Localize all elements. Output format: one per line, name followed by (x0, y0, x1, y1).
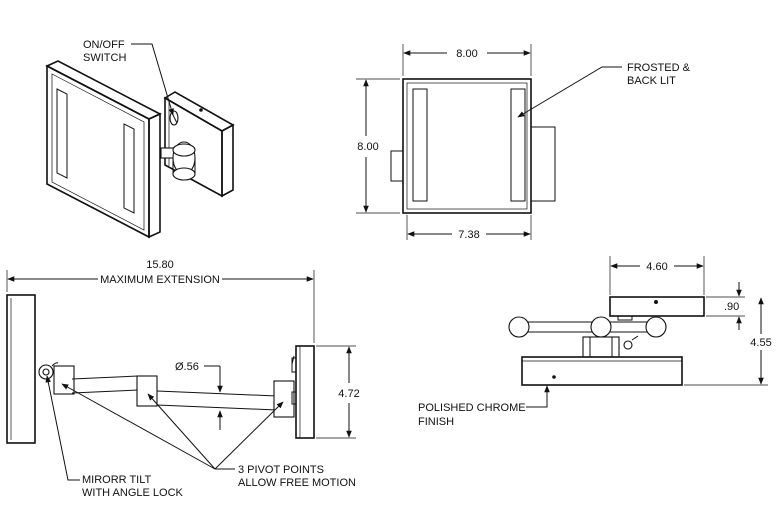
pivot-points-callout: 3 PIVOT POINTS ALLOW FREE MOTION (61, 383, 356, 489)
polished-chrome-label-line2: FINISH (418, 416, 454, 428)
total-depth-dimension: 4.55 (684, 297, 772, 386)
max-extension-label: MAXIMUM EXTENSION (100, 274, 220, 286)
frosted-back-lit-callout: FROSTED & BACK LIT (517, 62, 691, 118)
max-extension-value: 15.80 (146, 259, 174, 271)
mirror-tilt-label: MIRORR TILT (82, 474, 152, 486)
total-depth-value: 4.55 (750, 337, 771, 349)
base-thickness-value: .90 (724, 301, 739, 313)
mirror-tilt-label-line2: WITH ANGLE LOCK (82, 487, 184, 499)
on-off-switch-label: ON/OFF (83, 39, 125, 51)
on-off-switch-callout: ON/OFF SWITCH (83, 39, 174, 116)
base-thickness-dimension: .90 (706, 282, 745, 330)
front-width-dimension: 8.00 (402, 44, 532, 76)
front-width-value: 8.00 (456, 48, 477, 60)
side-height-dimension: 4.72 (316, 345, 360, 439)
mirror-tilt-callout: MIRORR TILT WITH ANGLE LOCK (45, 375, 184, 499)
pivot-points-label-line2: ALLOW FREE MOTION (238, 477, 356, 489)
pivot-points-label: 3 PIVOT POINTS (238, 464, 324, 476)
front-height-dimension: 8.00 (356, 78, 400, 214)
side-view-extended (6, 294, 315, 444)
front-view (390, 78, 556, 214)
polished-chrome-callout: POLISHED CHROME FINISH (418, 385, 550, 428)
arm-diameter-value: Ø.56 (175, 361, 199, 373)
front-height-value: 8.00 (357, 141, 378, 153)
top-view (508, 296, 705, 386)
arm-diameter-dimension: Ø.56 (175, 361, 223, 430)
front-bottom-width-value: 7.38 (458, 229, 479, 241)
on-off-switch-label-line2: SWITCH (83, 52, 126, 64)
front-bottom-width-dimension: 7.38 (406, 215, 532, 241)
frosted-back-lit-label-line2: BACK LIT (627, 75, 676, 87)
side-height-value: 4.72 (338, 388, 359, 400)
frosted-back-lit-label: FROSTED & (627, 62, 691, 74)
max-extension-dimension: 15.80 MAXIMUM EXTENSION (6, 259, 315, 343)
base-width-value: 4.60 (646, 261, 667, 273)
base-width-dimension: 4.60 (609, 256, 705, 295)
isometric-view (45, 60, 235, 239)
polished-chrome-label: POLISHED CHROME (418, 402, 526, 414)
